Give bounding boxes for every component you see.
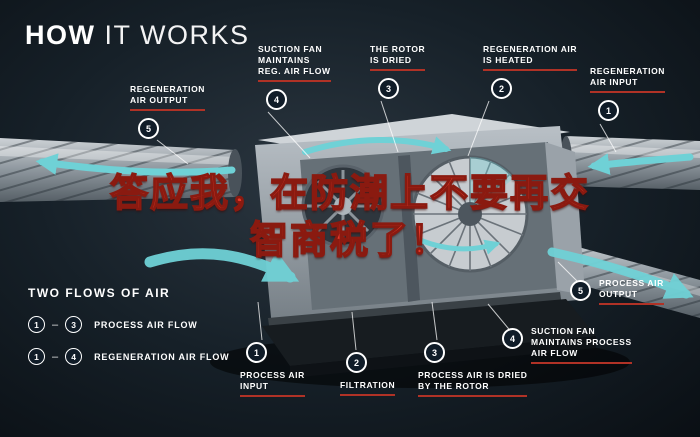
callout-rotor-is-dried: THE ROTOR IS DRIED 3 [370, 44, 426, 99]
legend-number-badge: 1 [28, 316, 45, 333]
label-underline [370, 69, 426, 71]
callout-process-air-input: 1 PROCESS AIR INPUT [240, 342, 305, 397]
callout-process-air-output: 5 PROCESS AIR OUTPUT [570, 278, 664, 305]
callout-label: FILTRATION [340, 380, 396, 390]
callout-filtration: 2 FILTRATION [340, 352, 396, 396]
callout-number-badge: 3 [378, 78, 399, 99]
label-underline [531, 362, 632, 364]
callout-number-badge: 2 [491, 78, 512, 99]
callout-regeneration-air-heated: REGENERATION AIR IS HEATED 2 [483, 44, 578, 99]
label-underline [258, 80, 331, 82]
legend: TWO FLOWS OF AIR 1 – 3 PROCESS AIR FLOW … [28, 286, 229, 380]
callout-text: THE ROTOR IS DRIED [370, 44, 426, 71]
label-underline [599, 303, 664, 305]
legend-row-label: PROCESS AIR FLOW [94, 319, 198, 330]
title-how: HOW [25, 20, 96, 50]
legend-range-dash: – [52, 350, 59, 363]
callout-label: SUCTION FAN MAINTAINS PROCESS AIR FLOW [531, 326, 632, 358]
label-underline [340, 394, 396, 396]
machine-body [255, 114, 596, 378]
callout-label: PROCESS AIR INPUT [240, 370, 305, 391]
callout-label: PROCESS AIR IS DRIED BY THE ROTOR [418, 370, 528, 391]
label-underline [240, 395, 305, 397]
callout-text: SUCTION FAN MAINTAINS REG. AIR FLOW [258, 44, 331, 82]
callout-suction-fan-reg: SUCTION FAN MAINTAINS REG. AIR FLOW 4 [258, 44, 331, 110]
legend-number-badge: 4 [65, 348, 83, 365]
callout-number-badge: 1 [598, 100, 619, 121]
callout-number-badge: 1 [246, 342, 267, 363]
callout-label: REGENERATION AIR OUTPUT [130, 84, 206, 105]
legend-range-dash: – [52, 318, 59, 331]
legend-number-badge: 1 [28, 348, 45, 365]
callout-text: REGENERATION AIR OUTPUT [130, 84, 206, 111]
label-underline [418, 395, 528, 397]
page-title: HOW IT WORKS [25, 20, 250, 51]
callout-text: PROCESS AIR INPUT [240, 370, 305, 397]
callout-process-air-dried: 3 PROCESS AIR IS DRIED BY THE ROTOR [418, 342, 528, 397]
callout-label: REGENERATION AIR INPUT [590, 66, 666, 87]
air-flow-arrows [35, 136, 694, 299]
callout-text: REGENERATION AIR IS HEATED [483, 44, 578, 71]
callout-text: FILTRATION [340, 380, 396, 396]
title-it-works: IT WORKS [104, 20, 250, 50]
callout-label: REGENERATION AIR IS HEATED [483, 44, 578, 65]
callout-number-badge: 4 [266, 89, 287, 110]
callout-text: PROCESS AIR OUTPUT [599, 278, 664, 305]
callout-text: SUCTION FAN MAINTAINS PROCESS AIR FLOW [531, 326, 632, 364]
legend-number-badge: 3 [65, 316, 83, 333]
legend-title: TWO FLOWS OF AIR [28, 286, 171, 300]
callout-number-badge: 4 [502, 328, 523, 349]
callout-regeneration-air-output: REGENERATION AIR OUTPUT 5 [130, 84, 206, 139]
callout-label: PROCESS AIR OUTPUT [599, 278, 664, 299]
callout-label: SUCTION FAN MAINTAINS REG. AIR FLOW [258, 44, 331, 76]
process-fan [301, 164, 385, 248]
label-underline [130, 109, 206, 111]
callout-number-badge: 5 [570, 280, 591, 301]
callout-label: THE ROTOR IS DRIED [370, 44, 426, 65]
callout-suction-fan-process: 4 SUCTION FAN MAINTAINS PROCESS AIR FLOW [502, 326, 632, 364]
callout-text: REGENERATION AIR INPUT [590, 66, 666, 93]
legend-row-regeneration: 1 – 4 REGENERATION AIR FLOW [28, 348, 229, 365]
callout-number-badge: 3 [424, 342, 445, 363]
callout-number-badge: 5 [138, 118, 159, 139]
label-underline [483, 69, 578, 71]
legend-row-label: REGENERATION AIR FLOW [94, 351, 230, 362]
callout-regeneration-air-input: REGENERATION AIR INPUT 1 [590, 66, 666, 121]
legend-row-process: 1 – 3 PROCESS AIR FLOW [28, 316, 229, 333]
callout-text: PROCESS AIR IS DRIED BY THE ROTOR [418, 370, 528, 397]
label-underline [590, 91, 666, 93]
rotor [411, 155, 529, 273]
callout-number-badge: 2 [346, 352, 367, 373]
